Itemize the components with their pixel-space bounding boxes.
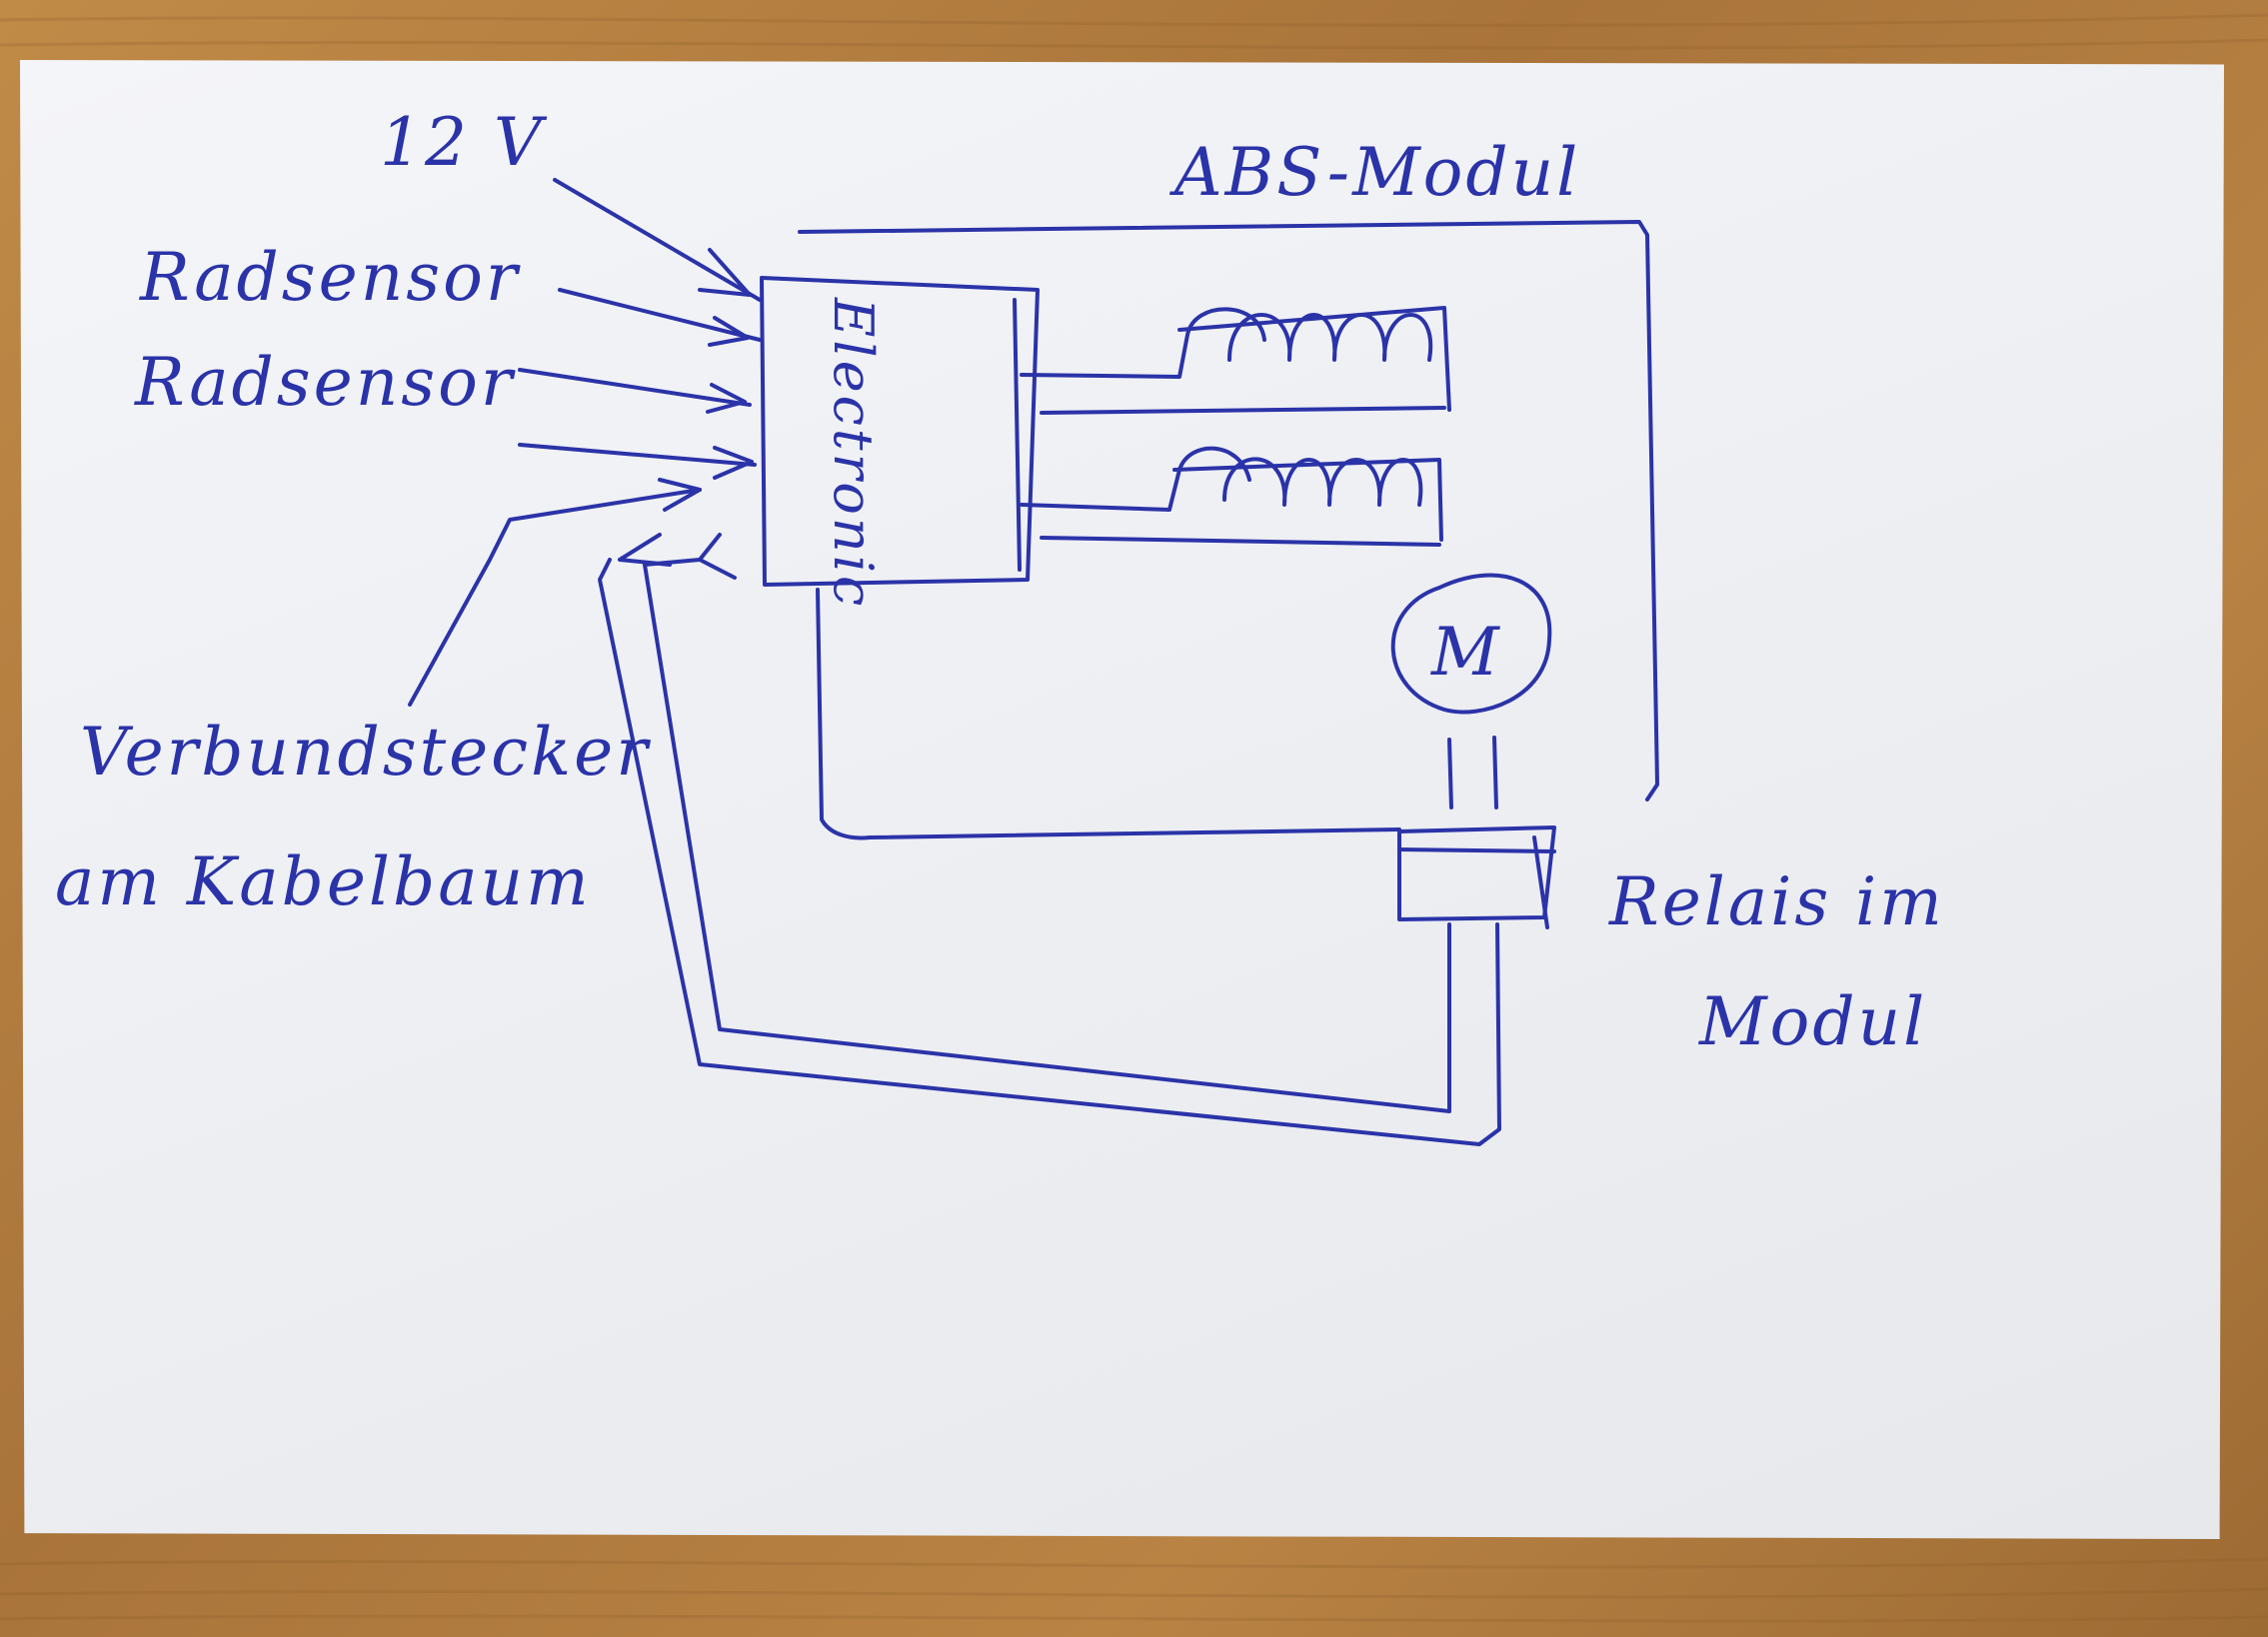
wheel-sensor-label-1: Radsensor xyxy=(139,239,521,316)
connector-label-line1: Verbundstecker xyxy=(80,714,651,791)
relay-output-wire-outer xyxy=(598,558,1501,1146)
input-arrows xyxy=(408,178,762,707)
relay xyxy=(1397,825,1556,929)
pump-motor: M xyxy=(1390,573,1552,810)
relay-label-line2: Modul xyxy=(1698,983,1927,1060)
relay-label-line1: Relais im xyxy=(1608,863,1945,940)
electronics-box xyxy=(760,276,1040,587)
power-label: 12 V xyxy=(380,104,548,181)
electronics-label: Electronic xyxy=(822,297,885,609)
solenoid-coil-2 xyxy=(1020,446,1443,547)
electronics-to-relay-wire xyxy=(816,588,1401,840)
module-title: ABS-Modul xyxy=(1168,134,1580,211)
return-arrow-head-1 xyxy=(618,533,672,567)
electronics-right-divider xyxy=(1013,298,1022,572)
wheel-sensor-label-2: Radsensor xyxy=(134,344,516,421)
return-arrow-head-2 xyxy=(698,533,737,580)
solenoid-coil-1 xyxy=(1020,306,1451,415)
motor-label: M xyxy=(1430,614,1502,691)
paper-sheet xyxy=(20,60,2224,1539)
connector-label-line2: am Kabelbaum xyxy=(55,843,592,920)
abs-module-outline xyxy=(798,220,1659,802)
